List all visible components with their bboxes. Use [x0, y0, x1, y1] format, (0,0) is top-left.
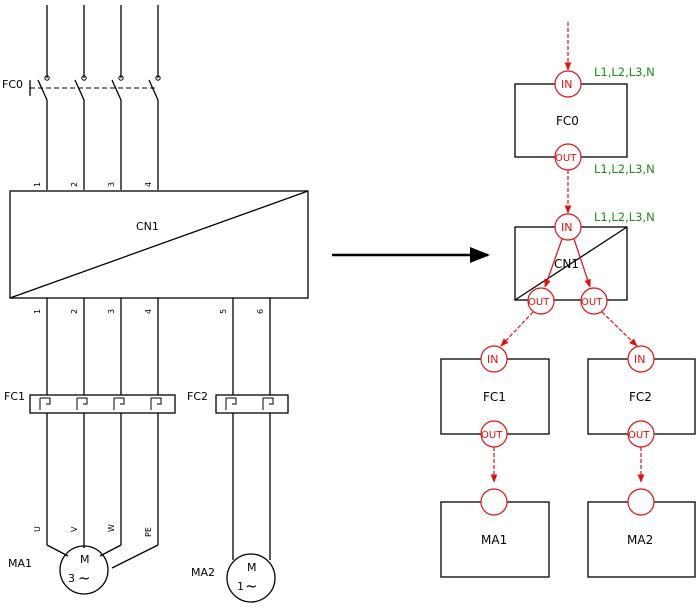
port-out-label: OUT	[481, 430, 503, 441]
wires-label-out: L1,L2,L3,N	[594, 162, 655, 176]
port-out-label: OUT	[555, 153, 577, 164]
fc0-contacts	[37, 75, 161, 190]
fc1-block-label: FC1	[483, 390, 506, 404]
phase-label: W	[107, 524, 116, 532]
fc0-label: FC0	[2, 78, 23, 91]
ma1-in-port	[480, 488, 508, 516]
cn1-internal-arrow-left	[544, 238, 563, 288]
motor-m-label: M	[80, 553, 90, 566]
ac-symbol: ~	[245, 577, 258, 595]
terminals-bottom: 1 2 3 4 5 6	[33, 309, 265, 314]
phase-label: V	[70, 526, 79, 532]
port-in-label: IN	[561, 221, 572, 234]
fc2-label: FC2	[187, 390, 208, 403]
fc2-in-port: IN	[627, 345, 655, 373]
terminal-label: 2	[70, 309, 79, 314]
fc0-disconnector: FC0	[2, 75, 161, 190]
cn1-converter-block: CN1	[9, 190, 309, 299]
ma1-wiring: U V W PE	[33, 413, 159, 569]
ma2-in-port	[627, 488, 655, 516]
cn1-to-fc1-arrow	[500, 311, 534, 347]
wires-label-in: L1,L2,L3,N	[594, 65, 655, 79]
terminal-label: 2	[70, 182, 79, 187]
ma1-block-label: MA1	[481, 533, 507, 547]
cn1-in-port: IN	[554, 213, 582, 241]
port-in-label: IN	[487, 353, 498, 366]
port-in-label: IN	[634, 353, 645, 366]
cn1-internal-arrow-right	[573, 238, 591, 288]
fc2-out-port: OUT	[627, 420, 655, 448]
cn1-out-port-left: OUT	[527, 287, 555, 315]
terminal-label: 3	[107, 182, 116, 187]
cn1-out-port-right: OUT	[580, 287, 608, 315]
terminal-label: 3	[107, 309, 116, 314]
port-out-label: OUT	[528, 297, 550, 308]
terminal-label: 4	[144, 182, 153, 187]
motor-phase-label: 1	[237, 580, 244, 593]
fc2-protector: FC2	[187, 390, 289, 414]
wires-label-cn1: L1,L2,L3,N	[594, 210, 655, 224]
terminal-label: 5	[219, 309, 228, 314]
ma2-block-label: MA2	[627, 533, 653, 547]
ma2-wiring	[232, 413, 271, 560]
terminals-top: 1 2 3 4	[33, 182, 153, 187]
ma2-motor: M 1 ~ MA2	[191, 553, 276, 603]
terminal-label: 4	[144, 309, 153, 314]
port-out-label: OUT	[581, 297, 603, 308]
fc1-protector: FC1	[4, 390, 176, 414]
fc2-block-label: FC2	[629, 390, 652, 404]
electrical-schematic: FC0 1 2 3 4	[2, 5, 309, 603]
ac-symbol: ~	[78, 569, 91, 587]
block-flow-diagram: FC0 IN OUT L1,L2,L3,N L1,L2,L3,N CN1 IN …	[440, 22, 696, 578]
port-in-label: IN	[561, 78, 572, 91]
fc0-block-label: FC0	[556, 114, 579, 128]
phase-label: PE	[144, 527, 153, 537]
cn1-block-label: CN1	[554, 257, 579, 271]
ma1-motor: M 3 ~ MA1	[8, 545, 109, 595]
fc1-label: FC1	[4, 390, 25, 403]
ma2-label: MA2	[191, 566, 215, 579]
terminal-label: 1	[33, 182, 42, 187]
port-out-label: OUT	[628, 430, 650, 441]
cn1-label: CN1	[136, 220, 159, 233]
supply-lines	[46, 5, 159, 78]
motor-phase-label: 3	[68, 572, 75, 585]
fc1-out-port: OUT	[480, 420, 508, 448]
terminal-label: 6	[256, 309, 265, 314]
fc0-in-port: IN	[554, 70, 582, 98]
ma1-label: MA1	[8, 557, 32, 570]
phase-label: U	[33, 526, 42, 532]
cn1-output-lines	[46, 298, 271, 395]
cn1-to-fc2-arrow	[601, 311, 638, 347]
terminal-label: 1	[33, 309, 42, 314]
fc1-in-port: IN	[480, 345, 508, 373]
motor-m-label: M	[247, 561, 257, 574]
fc0-out-port: OUT	[554, 143, 582, 171]
